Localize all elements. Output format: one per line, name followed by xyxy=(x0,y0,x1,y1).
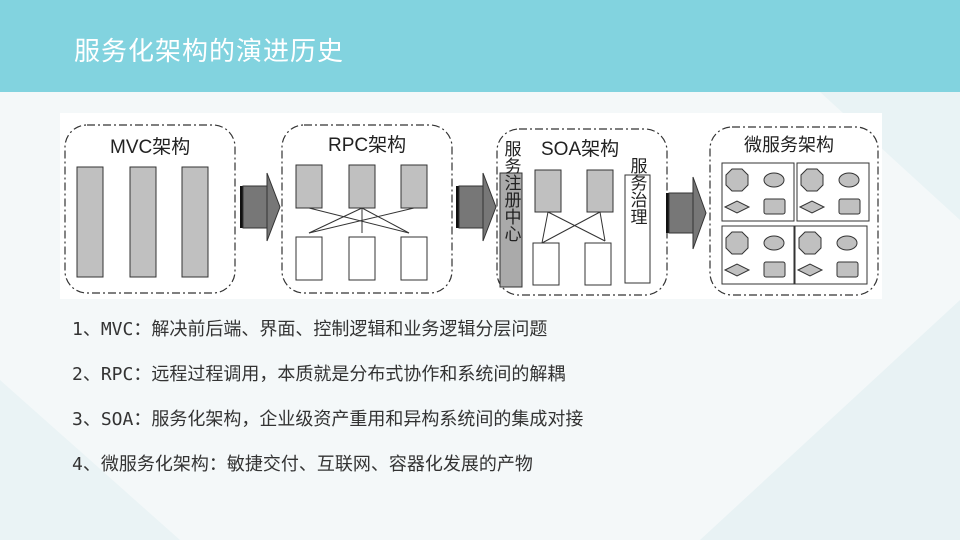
soa-governance-label: 服务治理 xyxy=(628,157,648,225)
micro-box xyxy=(709,126,879,296)
arrow-icon xyxy=(240,172,281,242)
point-rpc: 2、RPC：远程过程调用，本质就是分布式协作和系统间的解耦 xyxy=(72,364,566,385)
rpc-label: RPC架构 xyxy=(328,134,406,156)
micro-label: 微服务架构 xyxy=(744,135,834,155)
soa-label: SOA架构 xyxy=(541,138,619,160)
slide-title: 服务化架构的演进历史 xyxy=(74,37,345,67)
soa-box xyxy=(496,128,668,296)
header-band xyxy=(0,0,960,92)
point-mvc: 1、MVC：解决前后端、界面、控制逻辑和业务逻辑分层问题 xyxy=(72,319,548,340)
arrow-icon xyxy=(456,172,497,242)
soa-registry-label: 服务注册中心 xyxy=(502,140,522,242)
architecture-diagram: MVC架构 RPC架构 SOA架构 服务注册中心 xyxy=(60,113,882,299)
point-microservices: 4、微服务化架构：敏捷交付、互联网、容器化发展的产物 xyxy=(72,454,533,475)
arrow-icon xyxy=(666,176,707,250)
points-list: 1、MVC：解决前后端、界面、控制逻辑和业务逻辑分层问题 2、RPC：远程过程调… xyxy=(72,316,583,496)
point-soa: 3、SOA：服务化架构，企业级资产重用和异构系统间的集成对接 xyxy=(72,409,584,430)
mvc-label: MVC架构 xyxy=(110,136,190,158)
